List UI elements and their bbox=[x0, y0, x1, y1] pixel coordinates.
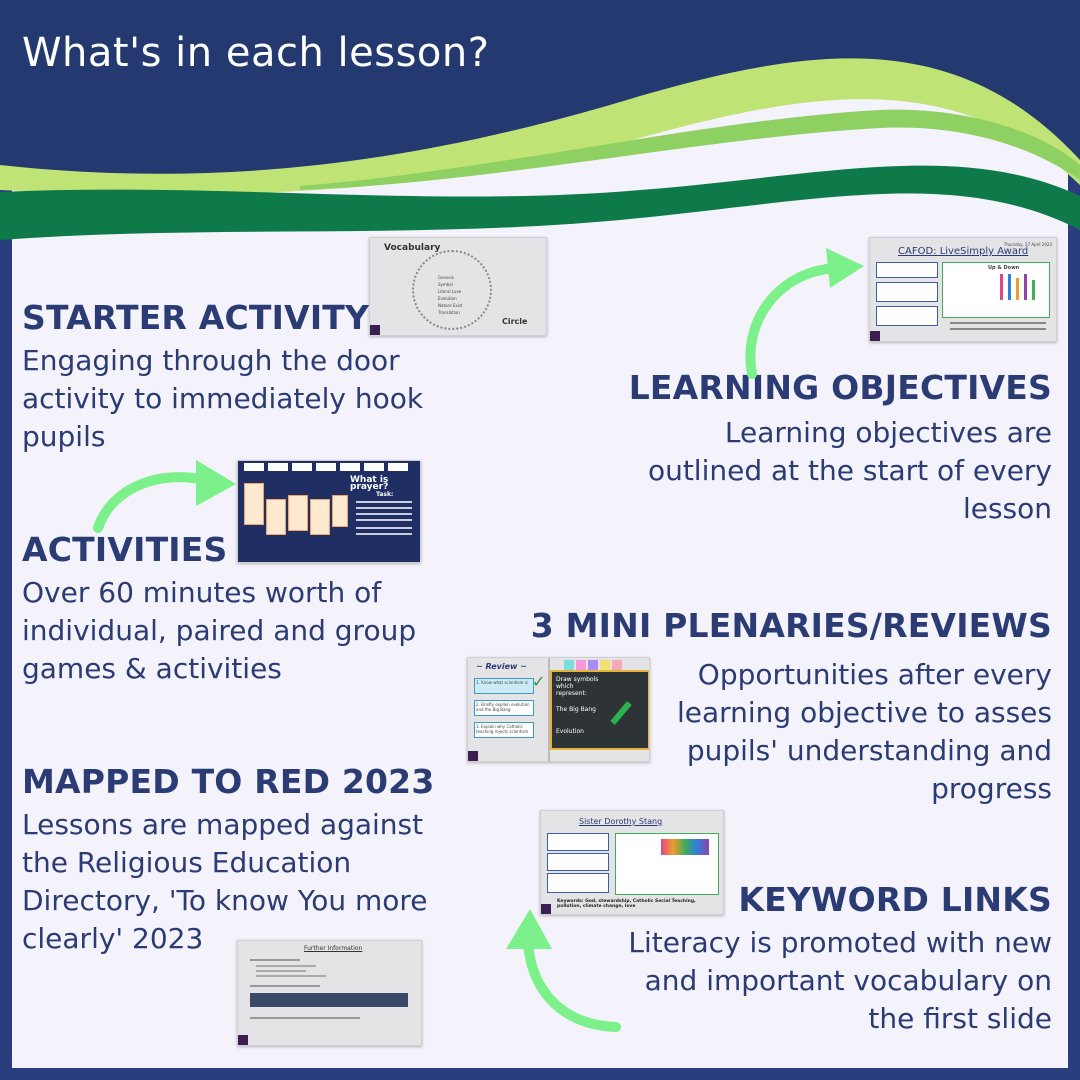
review-term-1: The Big Bang bbox=[556, 706, 596, 713]
checkmark-icon: ✓ bbox=[532, 672, 546, 691]
plenaries-text: Opportunities after every learning objec… bbox=[676, 658, 1052, 805]
starter-activity-heading: STARTER ACTIVITY bbox=[22, 298, 370, 337]
learning-objectives-text: Learning objectives are outlined at the … bbox=[647, 416, 1052, 525]
review-slide-thumbnail: ~ Review ~ 1. Know what scientism is ✓ 2… bbox=[467, 657, 650, 762]
review-item-1: 1. Know what scientism is bbox=[474, 678, 534, 694]
word-circle bbox=[412, 250, 492, 330]
cafod-slide-date: Thursday, 27 April 2023 bbox=[1003, 242, 1052, 247]
prayer-slide-thumbnail: What is prayer? Task: bbox=[237, 460, 421, 563]
mapped-text: Lessons are mapped against the Religious… bbox=[22, 808, 428, 955]
arrow-to-keywords-icon bbox=[506, 909, 621, 1032]
review-slide-title: ~ Review ~ bbox=[476, 662, 527, 671]
further-slide-title: Further Information bbox=[304, 945, 363, 952]
starter-activity-text: Engaging through the door activity to im… bbox=[22, 344, 424, 453]
dorothy-stang-slide-thumbnail: Sister Dorothy Stang Keywords: God, stew… bbox=[540, 810, 724, 915]
chalkboard bbox=[550, 670, 649, 750]
activities-text: Over 60 minutes worth of individual, pai… bbox=[22, 576, 417, 685]
vocabulary-slide-footer: Circle bbox=[502, 317, 528, 326]
vocabulary-slide-title: Vocabulary bbox=[384, 243, 441, 253]
word-circle-words: Genesis Symbol Literal Love Evolution Na… bbox=[438, 275, 463, 315]
mapped-heading: MAPPED TO RED 2023 bbox=[22, 762, 435, 801]
further-information-slide-thumbnail: Further Information bbox=[237, 940, 422, 1046]
activities-heading: ACTIVITIES bbox=[22, 530, 228, 569]
cafod-slide-subheading: Up & Down bbox=[988, 265, 1020, 271]
review-item-2: 2. Briefly explain evolution and the Big… bbox=[474, 700, 534, 716]
dorothy-slide-title: Sister Dorothy Stang bbox=[579, 817, 663, 826]
review-term-2: Evolution bbox=[556, 728, 584, 735]
prayer-slide-task: Task: bbox=[376, 491, 394, 498]
header-banner bbox=[0, 0, 1080, 240]
arrow-to-objectives-icon bbox=[745, 248, 864, 379]
plenaries-heading: 3 MINI PLENARIES/REVIEWS bbox=[530, 606, 1052, 645]
keyword-links-heading: KEYWORD LINKS bbox=[738, 880, 1052, 919]
dorothy-slide-keywords: Keywords: God, stewardship, Catholic Soc… bbox=[557, 899, 696, 909]
learning-objectives-heading: LEARNING OBJECTIVES bbox=[628, 368, 1052, 407]
review-item-3: 3. Explain why Catholic teaching rejects… bbox=[474, 722, 534, 738]
keyword-links-text: Literacy is promoted with new and import… bbox=[628, 926, 1052, 1035]
vocabulary-slide-thumbnail: Vocabulary Genesis Symbol Literal Love E… bbox=[369, 237, 547, 336]
review-prompt: Draw symbols which represent: bbox=[556, 676, 599, 697]
page-title: What's in each lesson? bbox=[22, 30, 490, 76]
cafod-slide-thumbnail: Thursday, 27 April 2023 CAFOD: LiveSimpl… bbox=[869, 237, 1057, 342]
cafod-slide-title: CAFOD: LiveSimply Award bbox=[898, 246, 1029, 257]
arrow-to-activities-icon bbox=[93, 460, 236, 533]
prayer-slide-title: What is prayer? bbox=[350, 475, 389, 492]
